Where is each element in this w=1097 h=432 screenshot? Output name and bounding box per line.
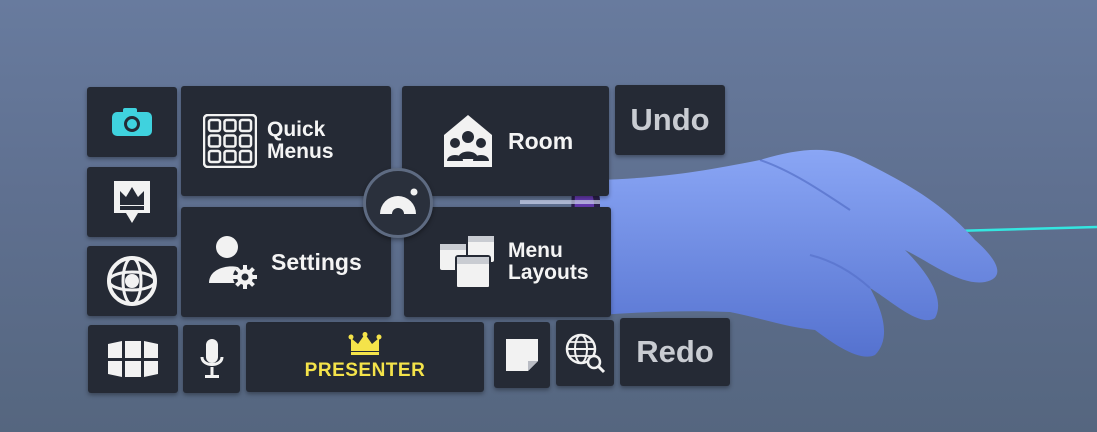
presenter-button[interactable]: PRESENTER (246, 322, 484, 392)
panels-icon (106, 338, 160, 380)
crown-marker-icon (110, 177, 154, 227)
sticky-note-button[interactable] (494, 322, 550, 388)
orbit-view-icon (105, 254, 159, 308)
microphone-button[interactable] (183, 325, 240, 393)
settings-button[interactable]: Settings (181, 207, 391, 317)
menu-layouts-label: Menu Layouts (508, 239, 589, 284)
menu-layouts-button[interactable]: Menu Layouts (404, 207, 611, 317)
room-button[interactable]: Room (402, 86, 609, 196)
quick-menus-label: Quick Menus (267, 118, 334, 163)
quick-menus-button[interactable]: Quick Menus (181, 86, 391, 196)
user-settings-icon (207, 233, 261, 291)
orbit-view-button[interactable] (87, 246, 177, 316)
undo-button[interactable]: Undo (615, 85, 725, 155)
redo-label: Redo (636, 334, 714, 369)
hub-icon (376, 188, 420, 218)
layouts-icon (438, 234, 496, 290)
settings-label: Settings (271, 249, 362, 275)
hub-button[interactable] (363, 168, 433, 238)
globe-search-icon (564, 332, 606, 374)
grid-icon (203, 114, 257, 168)
crown-icon (348, 332, 382, 356)
presenter-label: PRESENTER (304, 360, 426, 381)
host-marker-button[interactable] (87, 167, 177, 237)
redo-button[interactable]: Redo (620, 318, 730, 386)
room-people-icon (442, 113, 494, 169)
room-label: Room (508, 128, 574, 154)
undo-label: Undo (630, 102, 710, 137)
camera-button[interactable] (87, 87, 177, 157)
sticky-note-icon (504, 337, 540, 373)
microphone-icon (199, 337, 225, 381)
camera-icon (110, 106, 154, 138)
panels-button[interactable] (88, 325, 178, 393)
globe-search-button[interactable] (556, 320, 614, 386)
